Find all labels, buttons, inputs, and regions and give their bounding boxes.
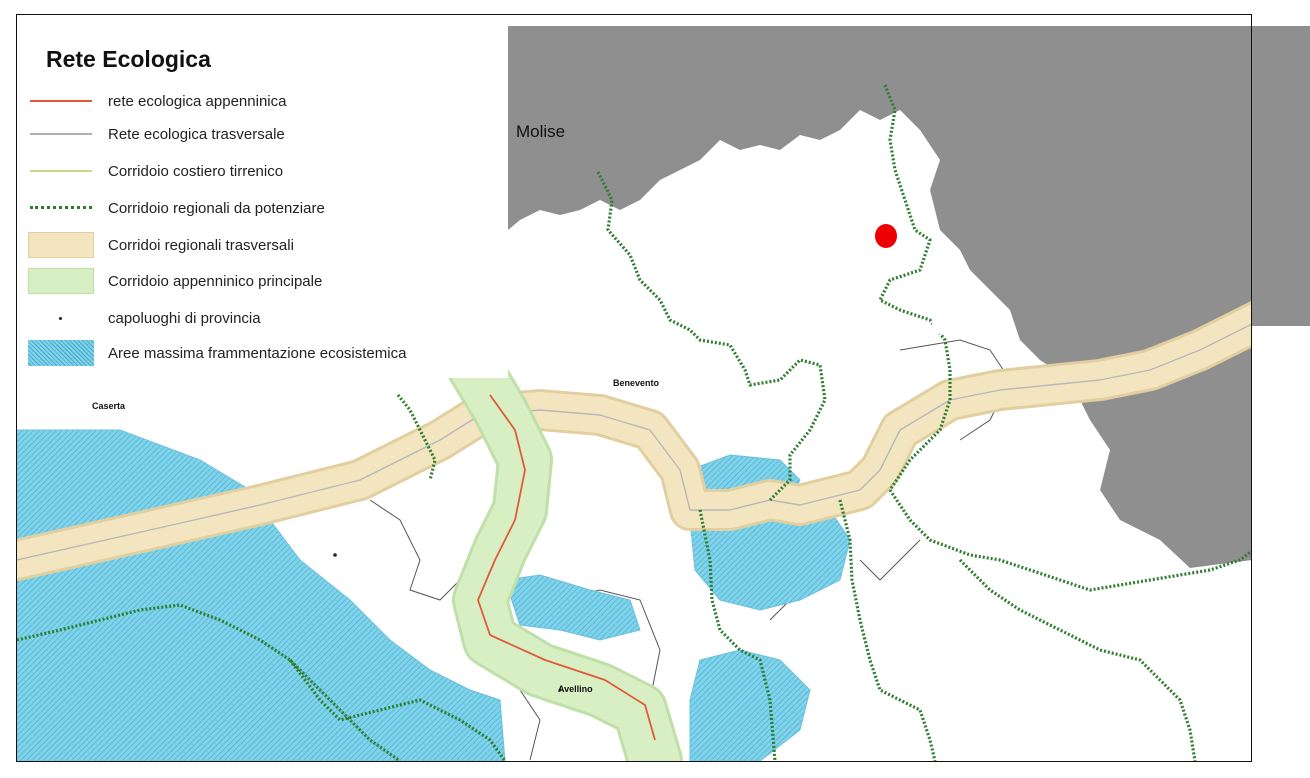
legend-title: Rete Ecologica (46, 46, 211, 72)
legend-label: Corridoio regionali da potenziare (108, 199, 325, 217)
corridoio-appenninico-principale (442, 332, 683, 761)
yellow-green-line-icon (28, 158, 94, 184)
place-label-avellino: Avellino (558, 684, 593, 694)
legend-label: Rete ecologica trasversale (108, 125, 285, 143)
legend-label: Aree massima frammentazione ecosistemica (108, 344, 407, 362)
place-label-benevento: Benevento (613, 378, 660, 388)
corridoi-regionali-da-potenziare (17, 84, 1251, 761)
legend-item-corridoi-trasversali: Corridoi regionali trasversali (28, 232, 294, 258)
location-marker[interactable] (875, 224, 897, 248)
legend-item-rete-appenninica: rete ecologica appenninica (28, 88, 286, 114)
light-green-band-icon (28, 268, 94, 294)
legend-item-capoluoghi: capoluoghi di provincia (28, 305, 261, 331)
legend-item-corridoio-regionali: Corridoio regionali da potenziare (28, 195, 325, 221)
legend-label: Corridoio costiero tirrenico (108, 162, 284, 180)
fragmentation-areas (17, 429, 851, 761)
legend-panel: Rete Ecologica (18, 16, 508, 378)
outside-region-area (508, 26, 1251, 568)
legend-label: capoluoghi di provincia (108, 309, 261, 327)
white-patch (932, 298, 980, 334)
capoluoghi-dots (333, 553, 562, 692)
rete-ecologica-appenninica-line (477, 394, 656, 741)
legend-item-rete-trasversale: Rete ecologica trasversale (28, 121, 285, 147)
legend-item-corridoio-appenninico: Corridoio appenninico principale (28, 268, 322, 294)
red-line-icon (28, 88, 94, 114)
place-label-caserta: Caserta (92, 401, 126, 411)
blue-hatch-icon (28, 340, 94, 366)
place-label-molise: Molise (516, 122, 566, 141)
dot-icon (28, 305, 94, 331)
green-dotted-line-icon (28, 195, 94, 221)
legend-label: rete ecologica appenninica (108, 92, 287, 110)
legend-label: Corridoio appenninico principale (108, 272, 323, 290)
legend-item-aree-frammentazione: Aree massima frammentazione ecosistemica (28, 340, 406, 366)
outside-region-edge (1252, 26, 1310, 326)
legend-item-corridoio-costiero: Corridoio costiero tirrenico (28, 158, 283, 184)
gray-line-icon (28, 121, 94, 147)
legend-label: Corridoi regionali trasversali (108, 236, 294, 254)
beige-band-icon (28, 232, 94, 258)
